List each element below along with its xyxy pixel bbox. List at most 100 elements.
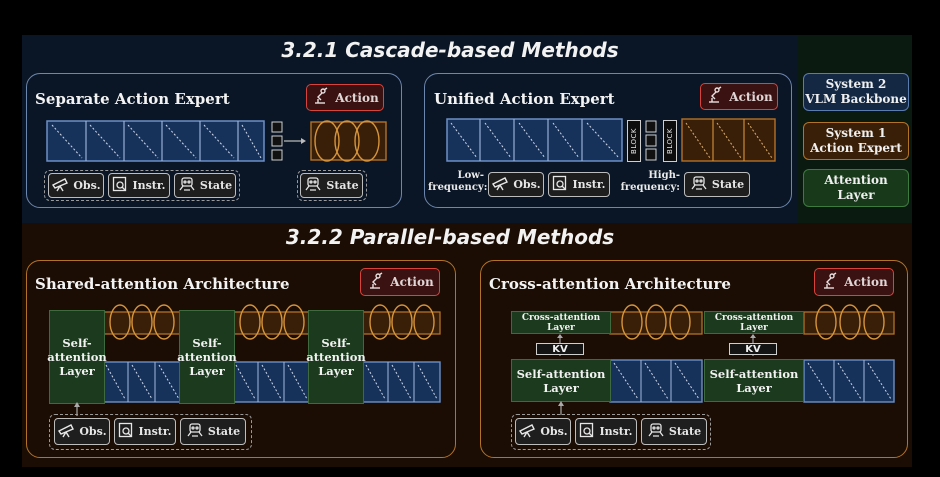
cross-kv-2: KV [729, 343, 777, 355]
csa2-line1: Self-attention [709, 366, 799, 381]
telescope-icon [518, 422, 536, 441]
shared-expert-strip [101, 304, 441, 340]
unified-block-1: BLOCK [627, 120, 641, 162]
robot-arm-icon [311, 87, 329, 108]
telescope-icon [51, 176, 69, 195]
sa1-line1: Self- [62, 336, 92, 350]
unified-block-2-label: BLOCK [666, 128, 674, 154]
telescope-icon [57, 422, 75, 441]
csa1-line2: Layer [543, 380, 579, 395]
cross-attention-panel [480, 260, 908, 458]
ca2-line1: Cross-attention [714, 312, 794, 323]
sa3-line3: Layer [318, 364, 354, 378]
unified-instr-label: Instr. [572, 178, 606, 191]
shared-state-chip: State [180, 418, 246, 445]
cross-instr-chip: Instr. [575, 418, 637, 445]
unified-state-label: State [711, 178, 745, 191]
cascade-section-title: 3.2.1 Cascade-based Methods [281, 38, 619, 62]
cross-input-group [511, 414, 711, 450]
instruction-icon [118, 422, 134, 441]
cross-obs-chip: Obs. [515, 418, 571, 445]
legend-vlm-line1: System 2 [825, 77, 887, 91]
cross-vlm-strip [609, 359, 895, 403]
separate-state-label-2: State [326, 179, 359, 192]
separate-state-chip: State [174, 173, 236, 198]
separate-action-button: Action [306, 84, 384, 111]
cross-expert-strip [609, 304, 895, 340]
telescope-icon [491, 175, 509, 194]
cross-input-arrow [558, 401, 564, 415]
robot-arm-icon [820, 271, 838, 293]
shared-panel-title: Shared-attention Architecture [35, 275, 290, 293]
cross-action-button: Action [814, 268, 894, 296]
separate-instr-chip: Instr. [108, 173, 170, 198]
sa2-line2: attention [177, 350, 237, 364]
unified-high-frequency-label: High-frequency: [618, 170, 680, 194]
sa2-line1: Self- [192, 336, 222, 350]
sa1-line3: Layer [59, 364, 95, 378]
separate-state-group [297, 170, 367, 201]
unified-block-1-label: BLOCK [630, 128, 638, 154]
unified-low-freq-line1: Low- [457, 170, 484, 181]
separate-expert-strip [310, 120, 387, 162]
shared-action-label: Action [390, 275, 434, 289]
separate-state-label: State [199, 179, 233, 192]
legend-attn-line2: Layer [837, 188, 875, 202]
separate-input-group [44, 170, 240, 201]
separate-vlm-strip [46, 120, 265, 162]
unified-block-2: BLOCK [663, 120, 677, 162]
cross-obs-label: Obs. [540, 425, 568, 438]
sa2-line3: Layer [189, 364, 225, 378]
robot-state-icon [304, 176, 322, 195]
unified-vlm-strip [446, 118, 623, 162]
instruction-icon [112, 176, 128, 195]
unified-obs-chip: Obs. [488, 172, 544, 197]
shared-obs-chip: Obs. [54, 418, 110, 445]
cross-action-label: Action [844, 275, 888, 289]
unified-state-chip: State [684, 172, 750, 197]
separate-state-chip-2: State [300, 173, 363, 198]
shared-state-label: State [207, 425, 241, 438]
separate-panel-title: Separate Action Expert [35, 90, 230, 108]
unified-instr-chip: Instr. [548, 172, 610, 197]
robot-arm-icon [366, 271, 384, 293]
csa1-line1: Self-attention [516, 366, 606, 381]
separate-instr-label: Instr. [132, 179, 166, 192]
cross-state-label: State [668, 425, 702, 438]
shared-vlm-strip [101, 361, 441, 403]
shared-instr-chip: Instr. [114, 418, 176, 445]
sa3-line1: Self- [321, 336, 351, 350]
instruction-icon [579, 422, 595, 441]
legend-attn-line1: Attention [824, 173, 888, 187]
shared-action-button: Action [360, 268, 440, 296]
separate-action-expert-panel [26, 73, 402, 208]
unified-high-freq-line2: frequency: [620, 182, 680, 193]
sa1-line2: attention [47, 350, 107, 364]
unified-cache-cells [645, 120, 657, 161]
shared-instr-label: Instr. [138, 425, 172, 438]
legend-vlm-line2: VLM Backbone [805, 92, 907, 106]
unified-high-freq-line1: High- [648, 170, 680, 181]
csa2-line2: Layer [736, 380, 772, 395]
sa3-line2: attention [306, 350, 366, 364]
legend-expert-line1: System 1 [825, 126, 887, 140]
robot-state-icon [186, 422, 204, 441]
separate-obs-chip: Obs. [48, 173, 104, 198]
shared-obs-label: Obs. [79, 425, 107, 438]
unified-action-label: Action [729, 89, 773, 104]
unified-obs-label: Obs. [513, 178, 541, 191]
ca2-line2: Layer [740, 322, 768, 333]
instruction-icon [552, 175, 568, 194]
cross-state-chip: State [641, 418, 707, 445]
cross-panel-title: Cross-attention Architecture [489, 275, 731, 293]
unified-panel-title: Unified Action Expert [434, 90, 615, 108]
unified-low-freq-line2: frequency: [428, 182, 488, 193]
